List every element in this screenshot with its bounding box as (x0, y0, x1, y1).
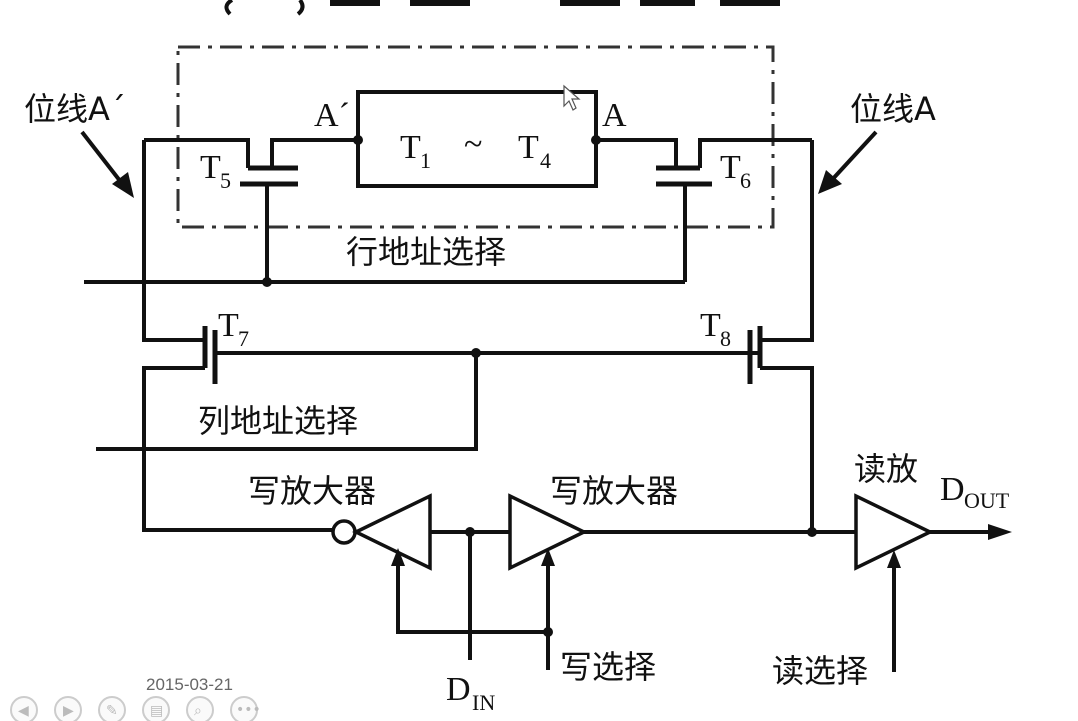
write-select-line (396, 562, 550, 670)
svg-text:◀: ◀ (18, 703, 29, 719)
cell-label-sub4: 4 (540, 148, 551, 173)
write-select-arrow-left (391, 548, 405, 566)
row-select-label: 行地址选择 (346, 233, 506, 271)
dout-sub: OUT (964, 488, 1010, 513)
cell-label-t: T (400, 129, 421, 166)
slide-toolbar[interactable]: ◀ ▶ ✎ ▤ ⌕ ••• (10, 696, 261, 721)
memory-cell-enclosure (176, 45, 775, 229)
col-select-label: 列地址选择 (198, 402, 358, 440)
cell-label-sub1: 1 (420, 148, 431, 173)
slides-icon[interactable]: ▤ (142, 696, 170, 721)
next-icon[interactable]: ▶ (54, 696, 82, 721)
write-amp-left-label: 写放大器 (248, 472, 376, 510)
din-label: D (446, 671, 471, 708)
t8-sub: 8 (720, 326, 731, 351)
mouse-cursor-icon (563, 84, 581, 111)
bitline-right (760, 140, 814, 342)
transistor-t5 (240, 138, 358, 282)
write-select-arrow-right (541, 548, 555, 566)
pen-icon[interactable]: ✎ (98, 696, 126, 721)
read-select-label: 读选择 (772, 652, 868, 690)
svg-text:▶: ▶ (63, 703, 74, 719)
svg-text:▤: ▤ (150, 703, 163, 719)
write-amp-right-label: 写放大器 (550, 472, 678, 510)
svg-text:⌕: ⌕ (194, 703, 202, 719)
t6-label: T (720, 149, 741, 186)
t6-sub: 6 (740, 168, 751, 193)
t8-label: T (700, 307, 721, 344)
read-select-arrow (887, 550, 901, 568)
t5-label: T (200, 149, 221, 186)
t5-sub: 5 (220, 168, 231, 193)
t7-sub: 7 (238, 326, 249, 351)
read-amp-label: 读放 (854, 450, 918, 488)
t7-label: T (218, 307, 239, 344)
node-a-label: A (602, 97, 627, 134)
cell-label-tilde: ~ (464, 126, 482, 163)
write-select-label: 写选择 (560, 648, 656, 686)
transistor-t8 (747, 326, 814, 530)
transistor-t6 (596, 138, 812, 282)
row-select-junction (262, 277, 272, 287)
bitline-right-arrow (818, 170, 842, 194)
node-a-prime-label: A´ (314, 97, 350, 134)
dout-arrow (988, 524, 1012, 540)
read-amp (854, 493, 935, 571)
zoom-icon[interactable]: ⌕ (186, 696, 214, 721)
dout-label: D (940, 471, 965, 508)
bitline-left-arrow (112, 172, 134, 198)
cell-label-t4: T (518, 129, 539, 166)
title-fragment (224, 0, 780, 16)
bitline-left-label: 位线A´ (24, 90, 126, 128)
col-select-line (96, 353, 478, 451)
bitline-left (142, 140, 205, 342)
bitline-right-label: 位线A (850, 90, 936, 128)
more-icon[interactable]: ••• (230, 696, 261, 721)
date-stamp: 2015-03-21 (146, 675, 233, 694)
svg-text:✎: ✎ (106, 703, 118, 719)
din-sub: IN (472, 690, 495, 715)
prev-icon[interactable]: ◀ (10, 696, 38, 721)
write-select-junction (543, 627, 553, 637)
output-junction (807, 527, 817, 537)
svg-text:•••: ••• (236, 702, 261, 718)
